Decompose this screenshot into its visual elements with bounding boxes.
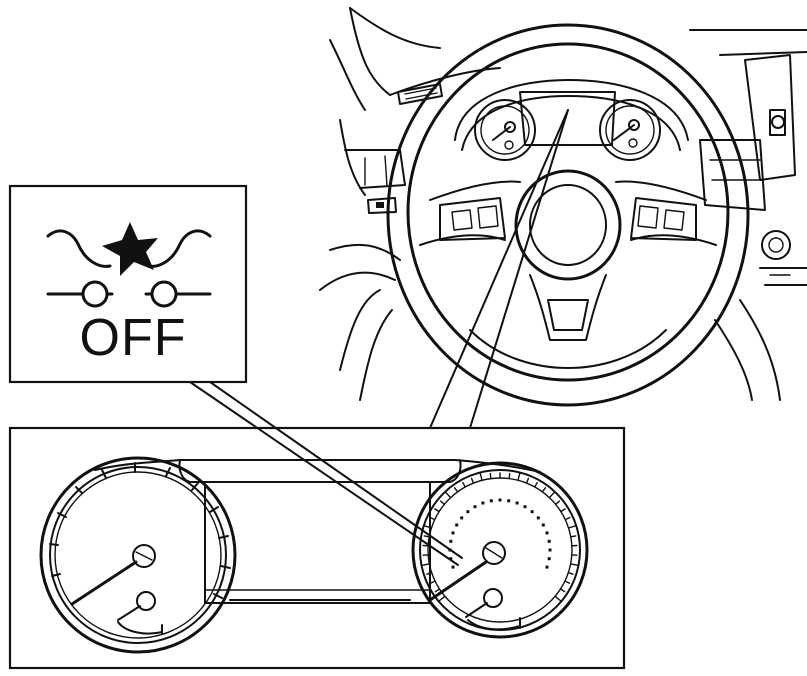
callout-lines (189, 109, 569, 566)
tachometer-scale-dot (466, 510, 470, 514)
tachometer-tick (444, 491, 452, 499)
tachometer-scale-dot (523, 505, 527, 509)
tachometer-scale-dot (498, 498, 502, 502)
tachometer-tick (438, 595, 446, 603)
rear-collision-warning-off-icon (46, 222, 212, 308)
tachometer-scale-dot (545, 565, 549, 569)
tachometer-tick (429, 516, 436, 521)
tachometer-tick (429, 580, 436, 584)
tachometer-tick (564, 580, 571, 584)
tachometer-tick (534, 481, 538, 488)
tachometer-scale-dot (481, 501, 485, 505)
tachometer-tick (489, 472, 492, 480)
tachometer-tick (434, 588, 441, 593)
tachometer-scale-dot (451, 565, 455, 569)
tachometer-inner-scale (448, 498, 552, 569)
tachometer-tick (559, 588, 566, 593)
tachometer-tick (560, 508, 566, 513)
tachometer-scale-dot (548, 548, 552, 552)
tachometer-scale-dot (530, 510, 534, 514)
tachometer-scale-dot (515, 501, 519, 505)
tachometer-tick (567, 524, 577, 529)
tachometer-tick (462, 481, 466, 488)
tachometer-tick (423, 524, 433, 529)
tachometer-scale-dot (547, 557, 551, 561)
tachometer-scale-dot (545, 531, 549, 535)
tachometer-scale-dot (541, 523, 545, 527)
tachometer-tick (541, 487, 547, 493)
tachometer-scale-dot (473, 505, 477, 509)
tachometer-scale-dot (507, 499, 511, 503)
tachometer-tick (426, 571, 433, 575)
tachometer-tick (439, 500, 446, 505)
tachometer-ticks (420, 471, 580, 603)
tachometer-tick (564, 516, 571, 521)
dashboard-illustration (319, 7, 807, 407)
tachometer-tick (554, 500, 561, 505)
tachometer-tick (570, 563, 580, 567)
tachometer-tick (420, 563, 430, 567)
tachometer-tick (423, 535, 430, 538)
tachometer-scale-dot (449, 557, 453, 561)
tachometer-tick (453, 487, 459, 493)
tachometer-scale-dot (451, 531, 455, 535)
indicator-box (8, 184, 248, 384)
tachometer-scale-dot (489, 499, 493, 503)
tachometer-scale-dot (536, 516, 540, 520)
cluster-detail-illustration (39, 456, 589, 654)
tachometer-tick (548, 491, 556, 499)
tachometer-scale-dot (455, 523, 459, 527)
tachometer-scale-dot (547, 539, 551, 543)
tachometer-tick (434, 508, 440, 513)
tachometer-tick (517, 471, 521, 481)
tachometer-tick (508, 472, 511, 480)
tachometer-tick (570, 535, 577, 538)
tachometer-scale-dot (449, 539, 453, 543)
tachometer-tick (525, 477, 530, 484)
tachometer-tick (470, 477, 475, 484)
tachometer-tick (567, 571, 574, 575)
tachometer-scale-dot (460, 516, 464, 520)
tachometer-tick (479, 471, 483, 481)
indicator-off-label: OFF (79, 309, 187, 367)
tachometer-tick (554, 595, 562, 603)
